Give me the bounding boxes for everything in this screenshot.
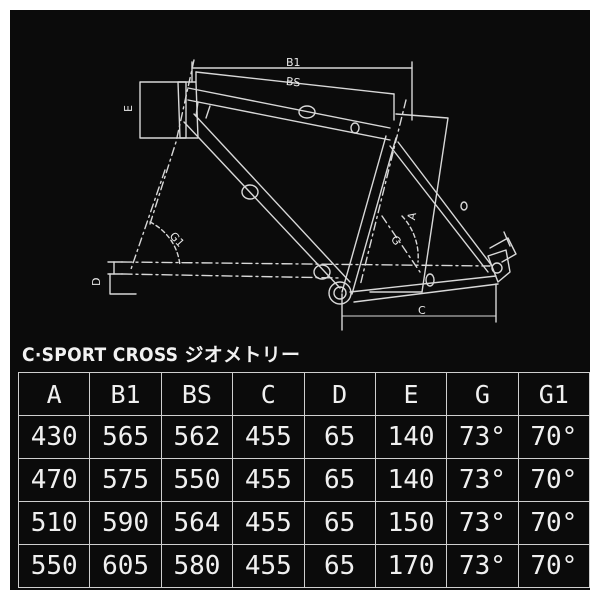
header-g: G (446, 372, 519, 416)
frame-geometry-diagram: B1 BS E A G G1 D C (90, 56, 517, 331)
table-cell: 605 (89, 544, 162, 588)
table-row: 430 565 562 455 65 140 73° 70° (17, 415, 591, 459)
table-cell: 455 (232, 415, 305, 459)
table-cell: 65 (303, 415, 376, 459)
table-cell: 65 (303, 458, 376, 502)
table-cell: 575 (89, 458, 162, 502)
table-cell: 73° (446, 458, 519, 502)
table-cell: 580 (160, 544, 234, 588)
table-cell: 140 (374, 415, 448, 459)
label-g: G (388, 233, 403, 248)
table-cell: 550 (160, 458, 234, 502)
header-d: D (303, 372, 376, 416)
table-cell: 70° (517, 458, 591, 502)
label-c: C (418, 304, 426, 317)
bottom-bracket (328, 281, 352, 305)
table-cell: 564 (160, 501, 234, 545)
label-a: A (405, 211, 419, 221)
table-cell: 70° (517, 501, 591, 545)
table-cell: 140 (374, 458, 448, 502)
header-b1: B1 (89, 372, 162, 416)
geometry-table: A B1 BS C D E G G1 430 565 562 455 65 14… (17, 372, 591, 588)
header-a: A (17, 372, 91, 416)
table-row: 510 590 564 455 65 150 73° 70° (17, 501, 591, 545)
geometry-title: C·SPORT CROSS ジオメトリー (22, 344, 301, 366)
table-cell: 170 (374, 544, 448, 588)
table-row: 470 575 550 455 65 140 73° 70° (17, 458, 591, 502)
geometry-panel: B1 BS E A G G1 D C C·SPORT CROSS ジオメトリー … (10, 10, 591, 590)
table-cell: 73° (446, 544, 519, 588)
table-cell: 565 (89, 415, 162, 459)
head-tube (177, 81, 199, 139)
down-tube (183, 113, 351, 289)
e-box (139, 81, 187, 139)
table-cell: 73° (446, 501, 519, 545)
table-cell: 550 (17, 544, 91, 588)
label-d: D (90, 278, 103, 286)
seat-stay (389, 141, 493, 273)
label-b1: B1 (286, 56, 301, 69)
header-c: C (232, 372, 305, 416)
label-e: E (122, 105, 135, 112)
table-cell: 70° (517, 415, 591, 459)
label-g1: G1 (167, 230, 187, 250)
header-e: E (374, 372, 448, 416)
dropout (487, 249, 511, 283)
table-cell: 65 (303, 544, 376, 588)
table-cell: 73° (446, 415, 519, 459)
seat-tube (341, 135, 397, 295)
table-cell: 455 (232, 544, 305, 588)
table-cell: 455 (232, 501, 305, 545)
table-cell: 65 (303, 501, 376, 545)
table-cell: 510 (17, 501, 91, 545)
table-cell: 562 (160, 415, 234, 459)
label-bs: BS (285, 75, 301, 89)
table-cell: 470 (17, 458, 91, 502)
table-cell: 455 (232, 458, 305, 502)
table-cell: 430 (17, 415, 91, 459)
table-header-row: A B1 BS C D E G G1 (17, 372, 591, 416)
table-cell: 150 (374, 501, 448, 545)
top-tube (187, 87, 391, 141)
table-cell: 590 (89, 501, 162, 545)
table-cell: 70° (517, 544, 591, 588)
header-g1: G1 (517, 372, 591, 416)
table-row: 550 605 580 455 65 170 73° 70° (17, 544, 591, 588)
header-bs: BS (160, 372, 234, 416)
